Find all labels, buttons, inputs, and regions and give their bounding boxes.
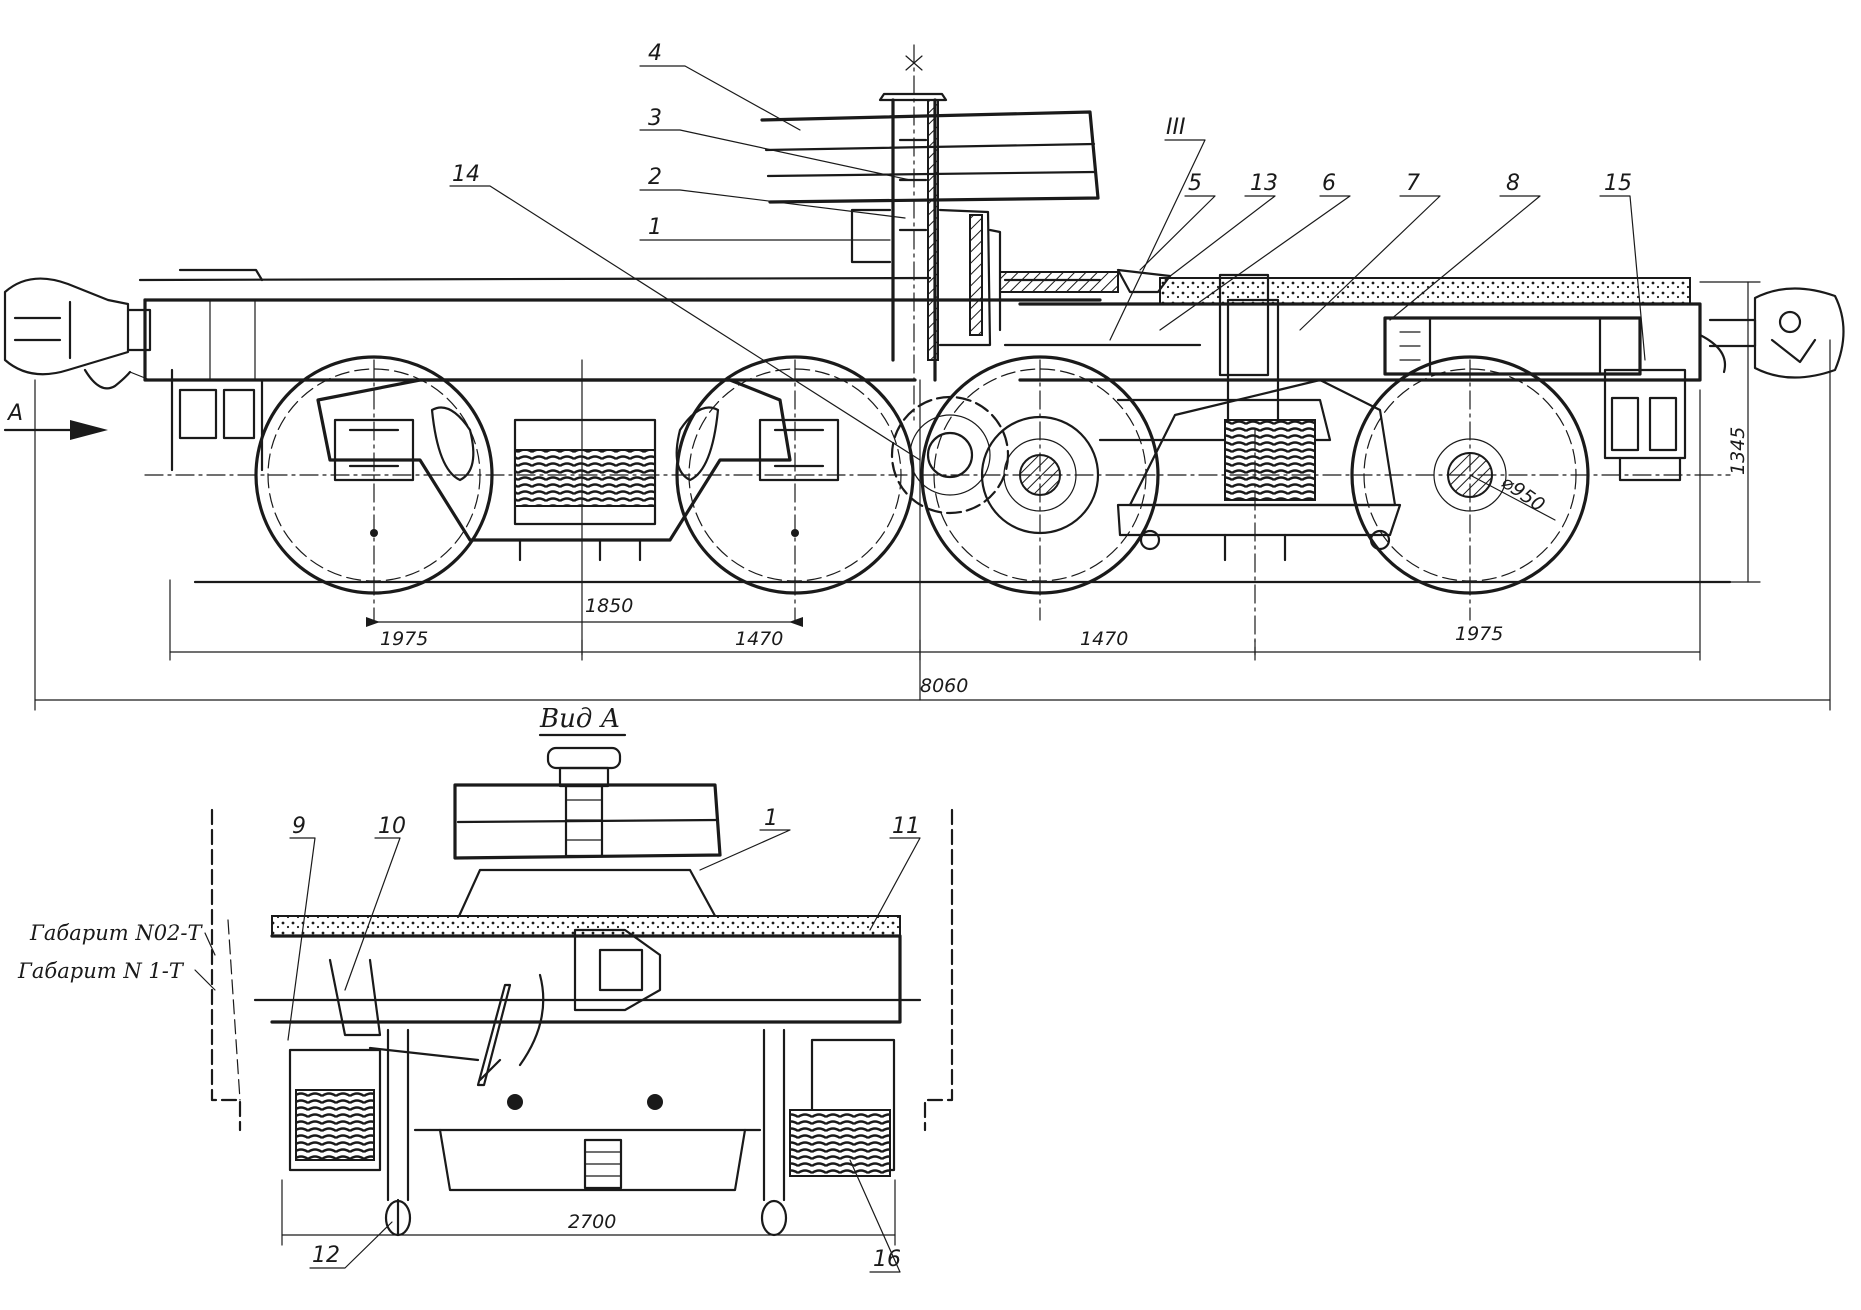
dim-1975-left: 1975 xyxy=(380,628,428,650)
gauge-leader-n1 xyxy=(194,969,216,991)
view-a-width-dimension xyxy=(281,1179,896,1246)
view-a-coupler xyxy=(368,928,663,1110)
arrow-a-label: A xyxy=(6,401,23,426)
callout-1-view-a: 1 xyxy=(764,806,778,831)
dim-1975-right: 1975 xyxy=(1455,623,1503,645)
king-pin-column xyxy=(850,44,1002,421)
view-a-left-suspension xyxy=(288,958,412,1237)
callout-16: 16 xyxy=(873,1247,901,1272)
beam-hatched xyxy=(999,271,1119,293)
view-a-load-platform xyxy=(453,783,722,860)
callout-14: 14 xyxy=(452,162,480,187)
view-a-frame-body xyxy=(270,934,902,1024)
dim-8060: 8060 xyxy=(920,675,968,697)
callout-1: 1 xyxy=(648,215,662,240)
callout-4: 4 xyxy=(648,41,662,66)
dimension-lines xyxy=(34,281,1831,711)
callout-III: III xyxy=(1166,115,1185,140)
callout-15: 15 xyxy=(1604,171,1632,196)
left-coupler xyxy=(3,277,152,390)
dim-wheel-diameter: ⌀950 xyxy=(1497,471,1549,516)
view-a: Вид А xyxy=(17,704,954,1273)
callout-12: 12 xyxy=(312,1243,340,1268)
callout-7: 7 xyxy=(1406,171,1420,196)
dim-1345: 1345 xyxy=(1727,427,1749,475)
callout-5: 5 xyxy=(1188,171,1202,196)
view-a-platform-crease xyxy=(456,818,720,824)
callout-11: 11 xyxy=(892,814,920,839)
side-callout-leaders xyxy=(449,65,1646,461)
wheel-gear xyxy=(890,395,1010,515)
dim-2700: 2700 xyxy=(568,1211,616,1233)
callout-2: 2 xyxy=(648,165,662,190)
view-a-bolster xyxy=(453,868,722,927)
callout-3: 3 xyxy=(648,106,662,131)
right-coupler xyxy=(1698,287,1845,379)
dim-1470-left: 1470 xyxy=(735,628,783,650)
left-bogie-frame xyxy=(316,378,840,562)
gauge-label-n02: Габарит N02-Т xyxy=(29,921,204,945)
dim-1850: 1850 xyxy=(585,595,633,617)
gauge-label-n1: Габарит N 1-Т xyxy=(17,959,185,983)
side-view: A 1850 1975 1470 1470 1975 8060 1345 ⌀95… xyxy=(3,41,1845,711)
callout-10: 10 xyxy=(378,814,406,839)
view-arrow-a xyxy=(3,420,108,440)
view-a-title: Вид А xyxy=(539,704,620,734)
view-a-underframe xyxy=(413,1128,762,1192)
callout-6: 6 xyxy=(1322,171,1336,196)
gauge-leader-n02 xyxy=(204,932,216,956)
view-a-callout-leaders xyxy=(287,829,921,1273)
view-a-king-pin xyxy=(546,746,622,858)
callout-9: 9 xyxy=(292,814,306,839)
view-a-right-suspension xyxy=(760,1028,896,1237)
view-a-gauge-outline xyxy=(210,808,954,1132)
callout-8: 8 xyxy=(1506,171,1520,196)
dim-1470-right: 1470 xyxy=(1080,628,1128,650)
callout-13: 13 xyxy=(1250,171,1278,196)
beam-wedge xyxy=(1116,268,1172,294)
right-bogie-frame xyxy=(1116,378,1402,562)
